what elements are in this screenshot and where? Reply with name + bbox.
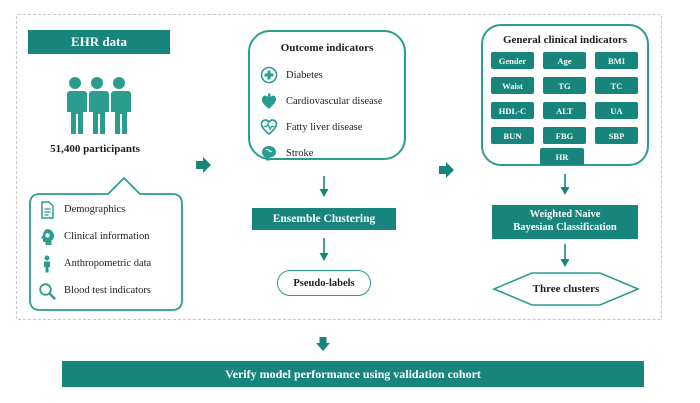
outcome-indicators-box: Outcome indicators Diabetes Cardiovascul… xyxy=(248,30,406,161)
right-arrow-icon xyxy=(439,162,454,178)
right-arrow-icon xyxy=(196,157,211,173)
list-item-label: Demographics xyxy=(64,204,126,215)
list-item: Demographics xyxy=(38,196,178,223)
ehr-data-types-list: Demographics Clinical information Anthro… xyxy=(38,196,178,304)
down-arrow-icon xyxy=(560,244,570,267)
list-item: Blood test indicators xyxy=(38,277,178,304)
general-clinical-indicators-box: General clinical indicators Gender Age B… xyxy=(481,24,649,166)
weighted-naive-bayes-step: Weighted Naive Bayesian Classification xyxy=(492,205,638,239)
list-item: Clinical information xyxy=(38,223,178,250)
participants-icon xyxy=(66,77,131,134)
indicator-grid: Gender Age BMI Waist TG TC HDL-C ALT UA … xyxy=(491,52,641,144)
list-item-label: Diabetes xyxy=(286,69,323,81)
medical-cross-icon xyxy=(260,66,278,84)
down-arrow-icon xyxy=(316,337,330,351)
list-item: Anthropometric data xyxy=(38,250,178,277)
brain-icon xyxy=(262,146,276,161)
indicator-chip: TG xyxy=(543,77,586,94)
down-arrow-icon xyxy=(560,174,570,195)
list-item-label: Blood test indicators xyxy=(64,285,151,296)
general-clinical-indicators-title: General clinical indicators xyxy=(502,34,628,46)
indicator-chip: TC xyxy=(595,77,638,94)
indicator-chip-hr: HR xyxy=(540,148,584,165)
pseudo-labels-node: Pseudo-labels xyxy=(277,270,371,296)
heart-organ-icon xyxy=(261,93,277,109)
person-icon xyxy=(44,255,50,272)
indicator-chip: BUN xyxy=(491,127,534,144)
list-item: Stroke xyxy=(260,140,383,166)
gear-head-icon xyxy=(41,228,54,245)
indicator-chip: Gender xyxy=(491,52,534,69)
list-item: Diabetes xyxy=(260,62,383,88)
three-clusters-diamond xyxy=(492,272,640,306)
heart-pulse-icon xyxy=(260,119,278,136)
list-item-label: Clinical information xyxy=(64,231,150,242)
list-item: Cardiovascular disease xyxy=(260,88,383,114)
indicator-chip: Waist xyxy=(491,77,534,94)
down-arrow-icon xyxy=(319,176,329,197)
indicator-chip: HDL-C xyxy=(491,102,534,119)
ehr-data-title: EHR data xyxy=(28,30,170,54)
ensemble-clustering-step: Ensemble Clustering xyxy=(252,208,396,230)
outcome-list: Diabetes Cardiovascular disease Fatty li… xyxy=(260,62,383,166)
indicator-chip: BMI xyxy=(595,52,638,69)
down-arrow-icon xyxy=(319,238,329,261)
ehr-data-types-callout xyxy=(29,176,183,311)
list-item-label: Anthropometric data xyxy=(64,258,152,269)
classifier-line-1: Weighted Naive xyxy=(529,209,601,221)
magnifier-icon xyxy=(39,282,56,300)
list-item-label: Fatty liver disease xyxy=(286,121,363,133)
indicator-chip: ALT xyxy=(543,102,586,119)
participants-count: 51,400 participants xyxy=(50,143,140,155)
indicator-chip: FBG xyxy=(543,127,586,144)
outcome-indicators-title: Outcome indicators xyxy=(280,42,374,54)
indicator-chip: Age xyxy=(543,52,586,69)
indicator-chip: SBP xyxy=(595,127,638,144)
list-item: Fatty liver disease xyxy=(260,114,383,140)
document-icon xyxy=(41,200,54,219)
three-clusters-label: Three clusters xyxy=(532,283,600,295)
indicator-chip: UA xyxy=(595,102,638,119)
workflow-frame xyxy=(16,14,662,320)
list-item-label: Cardiovascular disease xyxy=(286,95,383,107)
list-item-label: Stroke xyxy=(286,147,314,159)
verify-model-step: Verify model performance using validatio… xyxy=(62,361,644,387)
classifier-line-2: Bayesian Classification xyxy=(513,222,617,233)
